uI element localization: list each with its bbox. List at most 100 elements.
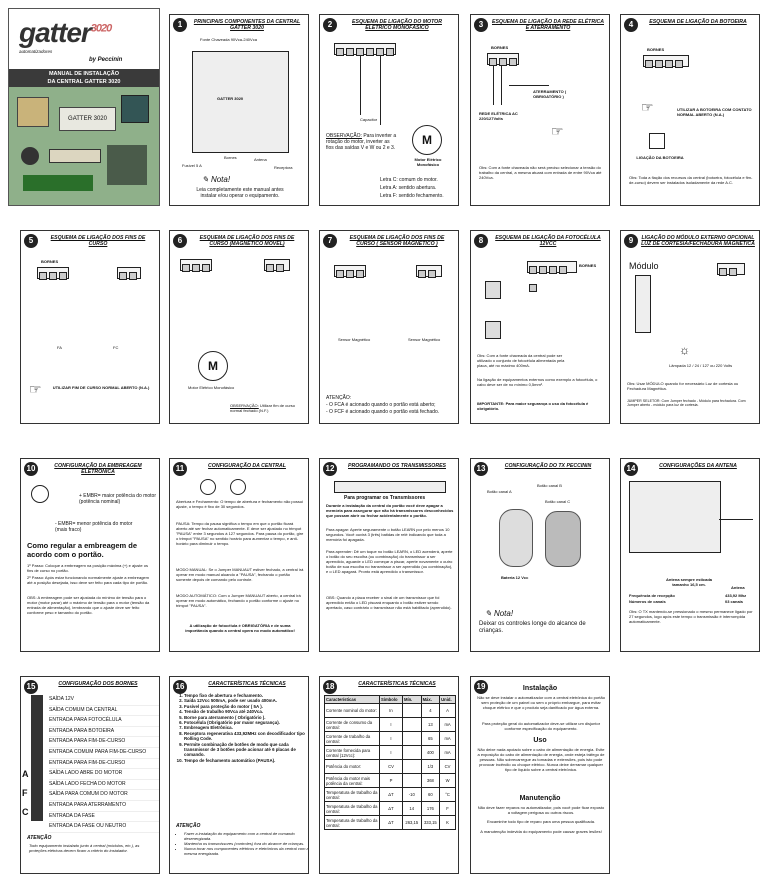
label-bornes: BORNES xyxy=(491,45,509,50)
attention-heading: ATENÇÃO xyxy=(27,835,52,841)
safety-text: Não se deve instalar o automatizador com… xyxy=(477,695,605,710)
trimpot-icon xyxy=(230,479,246,495)
panel-tx-config: 13 CONFIGURAÇÃO DO TX PECCININ Botão can… xyxy=(470,458,610,652)
motor-letter: A xyxy=(22,769,29,779)
observation: Obs: O TX mantendo-se pressionado o mesm… xyxy=(629,609,753,624)
terminal-item: SAÍDA LADO FECHA DO MOTOR xyxy=(49,780,159,791)
panel-power-ground: 3 ESQUEMA DE LIGAÇÃO DA REDE ELÉTRICA E … xyxy=(470,14,610,206)
panel-number: 10 xyxy=(24,462,38,476)
label-antena: Antena xyxy=(254,157,267,162)
panel-title: CONFIGURAÇÃO DA EMBREAGEM ELETRÔNICA xyxy=(54,463,142,475)
note-heading: ✎ Nota! xyxy=(202,175,231,184)
panel-tech-specs: 18 CARACTERÍSTICAS TÉCNICAS Característi… xyxy=(319,676,459,874)
logo-tagline: automatizadores xyxy=(19,49,53,54)
terminal-item: ENTRADA PARA BOTOEIRA xyxy=(49,727,159,738)
label-fc: FC xyxy=(113,345,119,350)
note-text: Leia completamente este manual antes ins… xyxy=(196,187,284,199)
panel-limit-switch-mobile: 6 ESQUEMA DE LIGAÇÃO DOS FINS DE CURSO (… xyxy=(169,230,309,424)
attention-list: Fazer a instalação do equipamento com a … xyxy=(174,831,308,856)
label-lamp: Lâmpada 12 / 24 / 127 ou 220 Volts xyxy=(669,363,733,368)
label-modulo: Módulo xyxy=(629,261,659,271)
label-button-c: Botão canal C xyxy=(545,499,571,504)
panel-title: CONFIGURAÇÃO DOS BORNES xyxy=(58,681,138,687)
label-bornes: BORNES xyxy=(647,47,665,52)
terminal-item: ENTRADA PARA FOTOCÉLULA xyxy=(49,716,159,727)
lamp-icon: ☼ xyxy=(679,343,690,357)
table-cell: ΔT xyxy=(379,787,403,802)
table-cell xyxy=(401,759,422,774)
section-heading: Manutenção xyxy=(519,795,561,802)
config-text: MODO AUTOMÁTICO: Com o Jumper MANUAUT ab… xyxy=(176,593,301,608)
table-cell: I xyxy=(379,731,403,746)
table-row: Corrente fornecida para central (12Vcc):… xyxy=(324,745,456,760)
feature-item: Receptora regenerativa 433,92MHz con dec… xyxy=(184,731,308,742)
table-cell: W xyxy=(439,773,456,788)
panel-clutch: 10 CONFIGURAÇÃO DA EMBREAGEM ELETRÔNICA … xyxy=(20,458,160,652)
panel-push-button: 4 ESQUEMA DE LIGAÇÃO DA BOTOEIRA BORNES … xyxy=(620,14,760,206)
config-text: PAUSA: Tempo da pausa significa o tempo … xyxy=(176,521,304,546)
terminal-block xyxy=(487,53,519,66)
column-header: Máx. xyxy=(420,695,441,704)
panel-title: ESQUEMA DE LIGAÇÃO DOS FINS DE CURSO (MA… xyxy=(199,235,295,247)
panel-title: CONFIGURAÇÃO DA CENTRAL xyxy=(208,463,286,469)
wire xyxy=(380,55,381,125)
label-antenna-length: Antena sempre esticada tamanho 16,5 cm. xyxy=(665,577,713,587)
label-plus: + EMBR= maior potência do motor (potênci… xyxy=(79,493,156,505)
label-utilizar: UTILIZAR A BOTOEIRA COM CONTATO NORMAL A… xyxy=(677,107,752,117)
board-photo: GATTER 3020 xyxy=(9,87,159,205)
column-header: Mín. xyxy=(401,695,422,704)
panel-number: 6 xyxy=(173,234,187,248)
wire xyxy=(360,55,361,115)
label-motor: Motor Elétrico Monofásico xyxy=(414,157,442,167)
terminal-block xyxy=(117,267,141,280)
terminal-block xyxy=(37,267,69,280)
legend-a: Letra A: sentido abertura. xyxy=(380,185,437,191)
column-header: Características xyxy=(324,695,380,704)
panel-safety: 19 Instalação Não se deve instalar o aut… xyxy=(470,676,610,874)
gatter-logo: gatter3020 xyxy=(19,17,112,48)
panel-number: 1 xyxy=(173,18,187,32)
board-outline: GATTER 3020 xyxy=(192,51,289,153)
table-cell: Potência do motor: xyxy=(324,759,380,774)
table-cell: CV xyxy=(439,759,456,774)
label-ligacao: LIGAÇÃO DA BOTOEIRA xyxy=(636,155,684,160)
terminal-item: ENTRADA PARA ATERRAMENTO xyxy=(49,801,159,812)
wire xyxy=(493,65,494,105)
instruction-text: Durante a instalação da central do portã… xyxy=(326,503,454,518)
observation: OBSERVAÇÃO: Para inverter a rotação do m… xyxy=(326,133,397,151)
column-header: Símbolo xyxy=(379,695,403,704)
table-cell: 263,15 xyxy=(401,815,422,830)
table-cell: mA xyxy=(439,717,456,732)
step-text: 1º Passo: Coloque a embreagem na posição… xyxy=(27,563,148,573)
table-row: Potência do motor mais potência da centr… xyxy=(324,773,456,788)
table-cell: ΔT xyxy=(379,815,403,830)
motor-symbol: M xyxy=(412,125,442,155)
step-text: OBS: A embreagem pode ser ajustada do mí… xyxy=(27,595,150,615)
remote-control-closed xyxy=(545,511,581,567)
attention-line: - O FCA é acionado quando o portão está … xyxy=(326,402,436,408)
trimpot-icon xyxy=(200,479,216,495)
table-cell xyxy=(401,773,422,788)
table-row: Temperatura de trabalho da central:ΔT-10… xyxy=(324,787,456,802)
observation: Obs: Com a fonte chaveada da central pod… xyxy=(477,353,565,368)
panel-number: 19 xyxy=(474,680,488,694)
terminal-block xyxy=(717,263,745,276)
observation: Obs: Usar MÓDULO quando for necessário L… xyxy=(627,381,739,391)
observation: OBSERVAÇÃO: Utilizar fim de curso normal… xyxy=(230,403,295,413)
pencil-icon: ✎ xyxy=(202,175,209,184)
board-outline xyxy=(629,481,721,553)
terminal-item: ENTRADA DA FASE OU NEUTRO xyxy=(49,822,159,833)
column-header: Unid. xyxy=(439,695,456,704)
panel-photocell: 8 ESQUEMA DE LIGAÇÃO DA FOTOCÉLULA 12VCC… xyxy=(470,230,610,424)
panel-title: CARACTERÍSTICAS TÉCNICAS xyxy=(208,681,286,687)
table-cell: -10 xyxy=(401,787,422,802)
attention-note: Todo equipamento instalado junto à centr… xyxy=(29,843,140,853)
pointing-hand-icon: ☞ xyxy=(641,99,654,115)
wire xyxy=(509,85,549,86)
label-minus: - EMBR= menor potência do motor (mais fr… xyxy=(55,521,133,533)
terminal-block xyxy=(334,43,396,56)
